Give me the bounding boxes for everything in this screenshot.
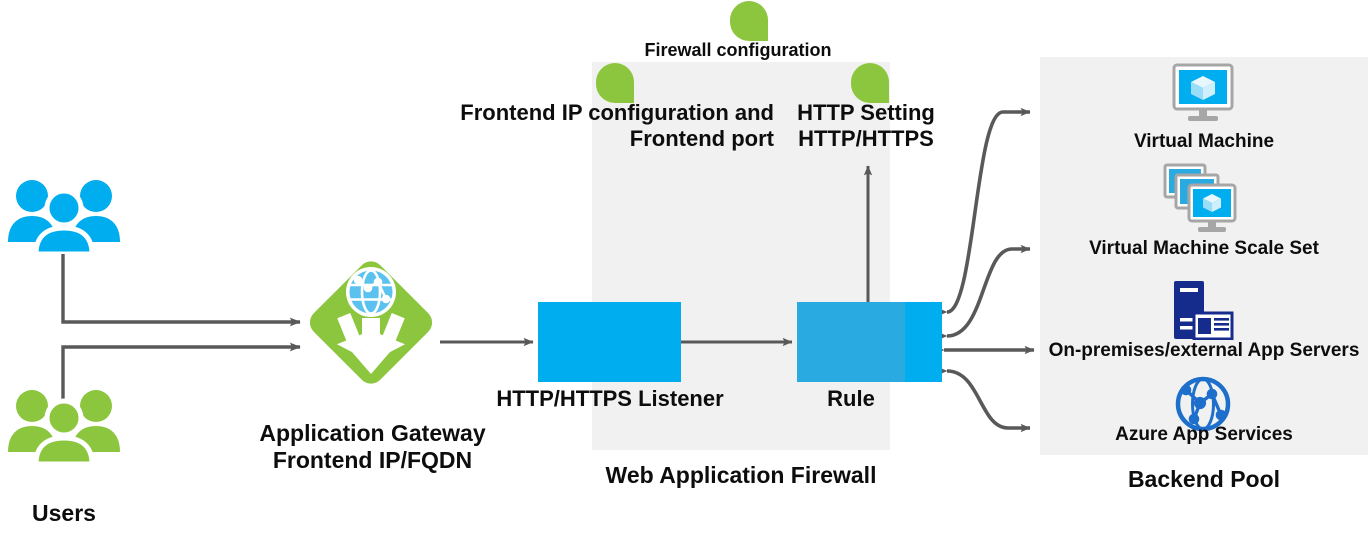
web-application-firewall-panel [592,62,890,450]
pin-http-setting [851,63,889,103]
frontend-ip-configuration-label: Frontend IP configuration and Frontend p… [460,100,774,151]
pin-firewall-configuration [730,1,768,41]
app-services-globe-icon [1174,375,1232,433]
arrow-rule-to-virtual-machine [937,107,1031,317]
arrow-rule-to-app-services [937,366,1031,433]
users-green-icon [6,388,122,467]
server-icon [1172,280,1234,341]
http-setting-label: HTTP Setting HTTP/HTTPS [797,100,935,151]
virtual-machine-icon [1170,63,1236,125]
http-https-listener-box[interactable] [538,302,681,382]
users-blue-icon [6,178,122,257]
on-premises-app-servers-label: On-premises/external App Servers [1048,340,1360,361]
web-application-firewall-label: Web Application Firewall [605,462,877,488]
virtual-machine-label: Virtual Machine [1133,131,1275,152]
arrow-users-blue-to-gateway [61,250,301,327]
application-gateway-icon [300,252,442,432]
rule-box-accent [905,302,942,382]
backend-pool-label: Backend Pool [1127,466,1281,492]
arrow-rule-to-scale-set [937,244,1031,341]
firewall-configuration-label: Firewall configuration [644,40,832,60]
azure-app-services-label: Azure App Services [1115,424,1293,445]
virtual-machine-scale-set-icon [1162,163,1242,235]
pin-frontend-ip-configuration [596,63,634,103]
application-gateway-label: Application Gateway Frontend IP/FQDN [259,420,486,474]
rule-label: Rule [827,386,875,411]
http-https-listener-label: HTTP/HTTPS Listener [496,386,724,411]
backend-pool-panel [1040,57,1368,455]
virtual-machine-scale-set-label: Virtual Machine Scale Set [1089,238,1319,259]
users-label: Users [32,500,96,526]
